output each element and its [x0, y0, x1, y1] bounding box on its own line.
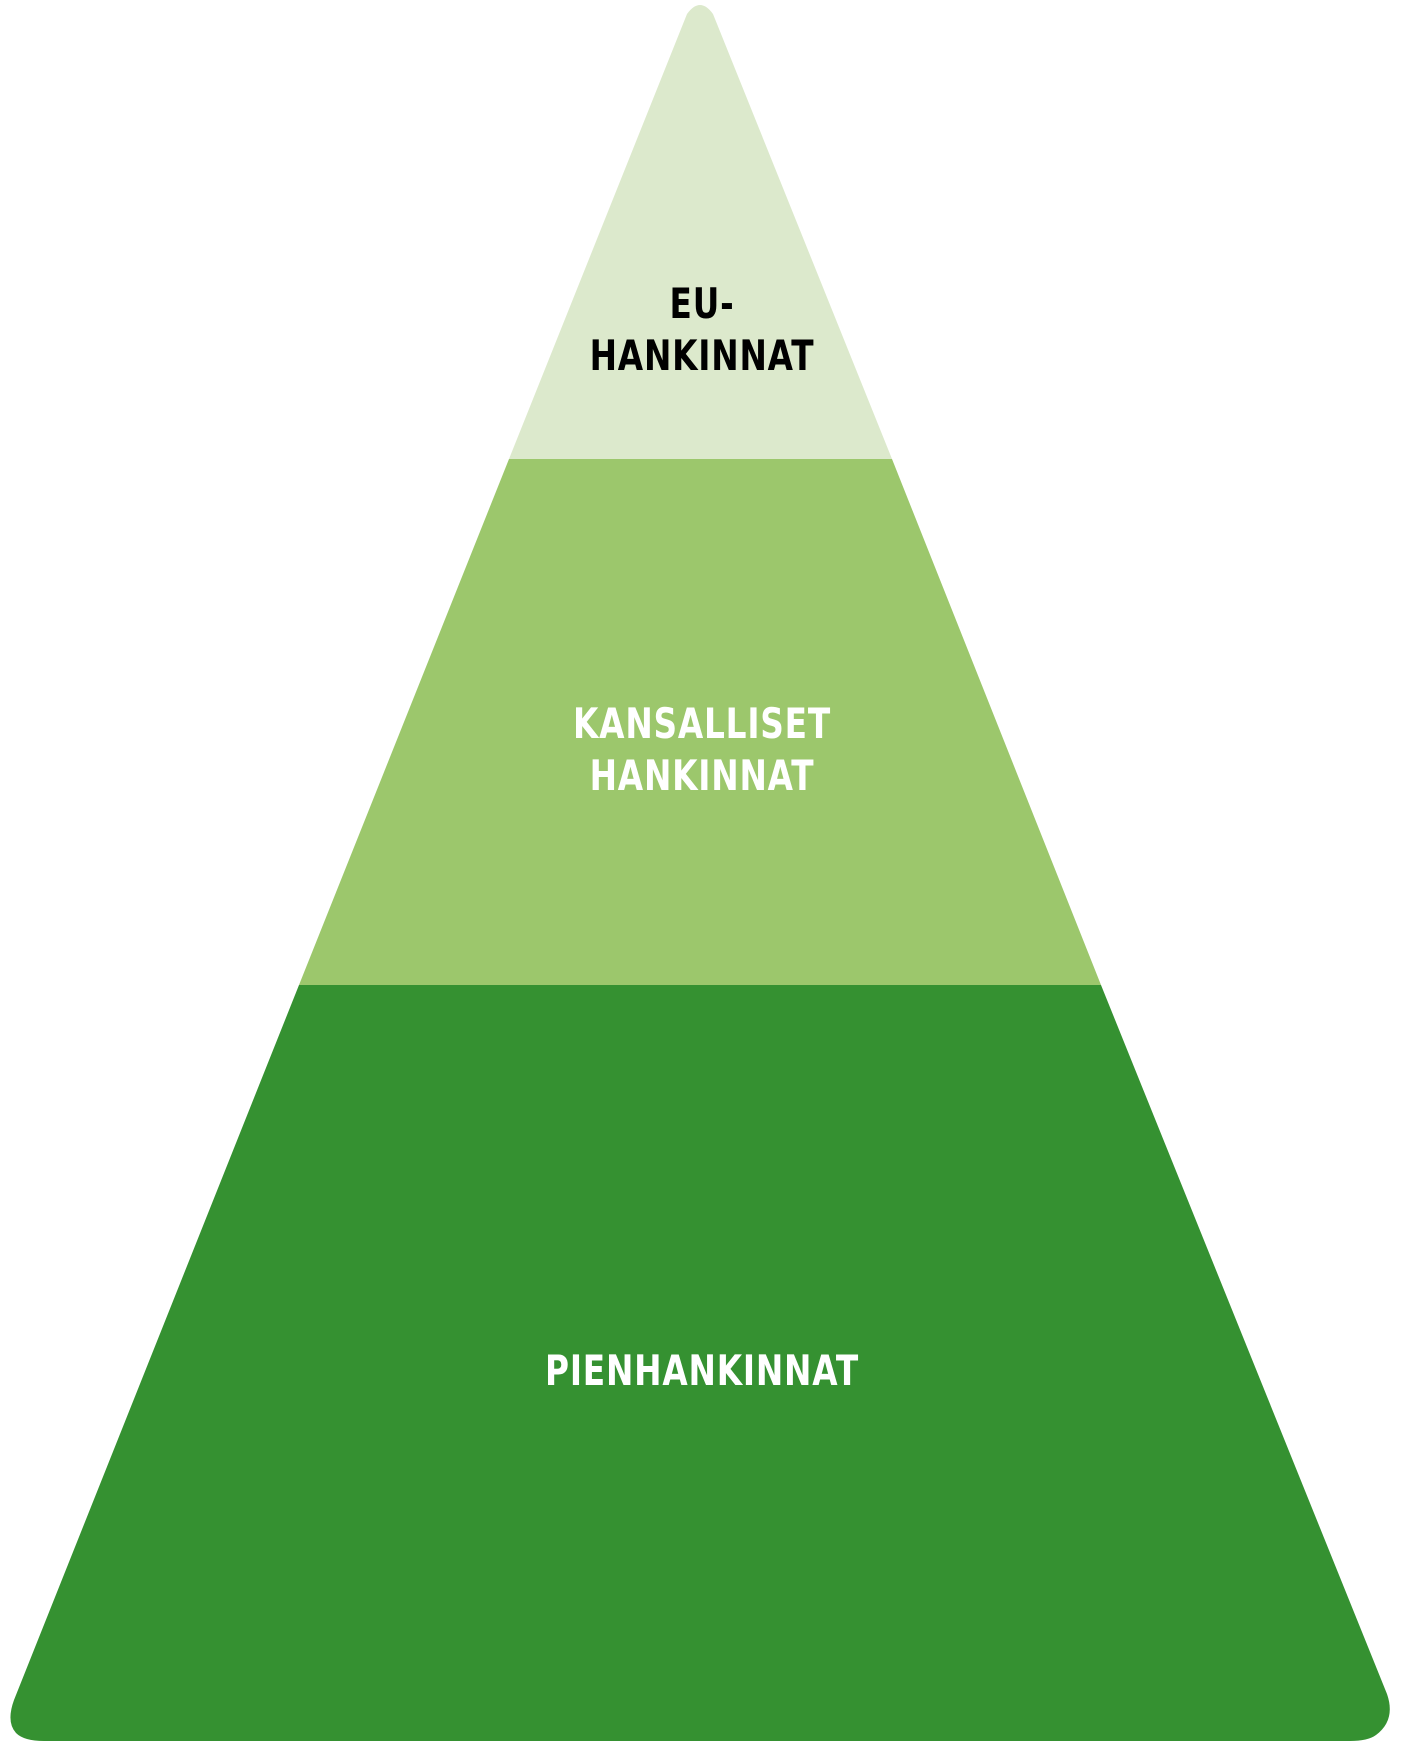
- tier-middle-shape: [299, 459, 1101, 985]
- tier-top-shape: [509, 5, 892, 459]
- tier-label-line: HANKINNAT: [589, 331, 815, 380]
- tier-label-small: PIENHANKINNAT: [154, 1345, 1249, 1397]
- tier-label-line: KANSALLISET: [573, 699, 831, 748]
- tier-label-line: EU-: [669, 279, 735, 328]
- tier-label-national: KANSALLISET HANKINNAT: [154, 698, 1249, 802]
- tier-bottom-shape: [10, 985, 1390, 1741]
- tier-label-line: PIENHANKINNAT: [545, 1346, 859, 1395]
- tier-label-eu: EU- HANKINNAT: [154, 278, 1249, 382]
- tier-label-line: HANKINNAT: [589, 751, 815, 800]
